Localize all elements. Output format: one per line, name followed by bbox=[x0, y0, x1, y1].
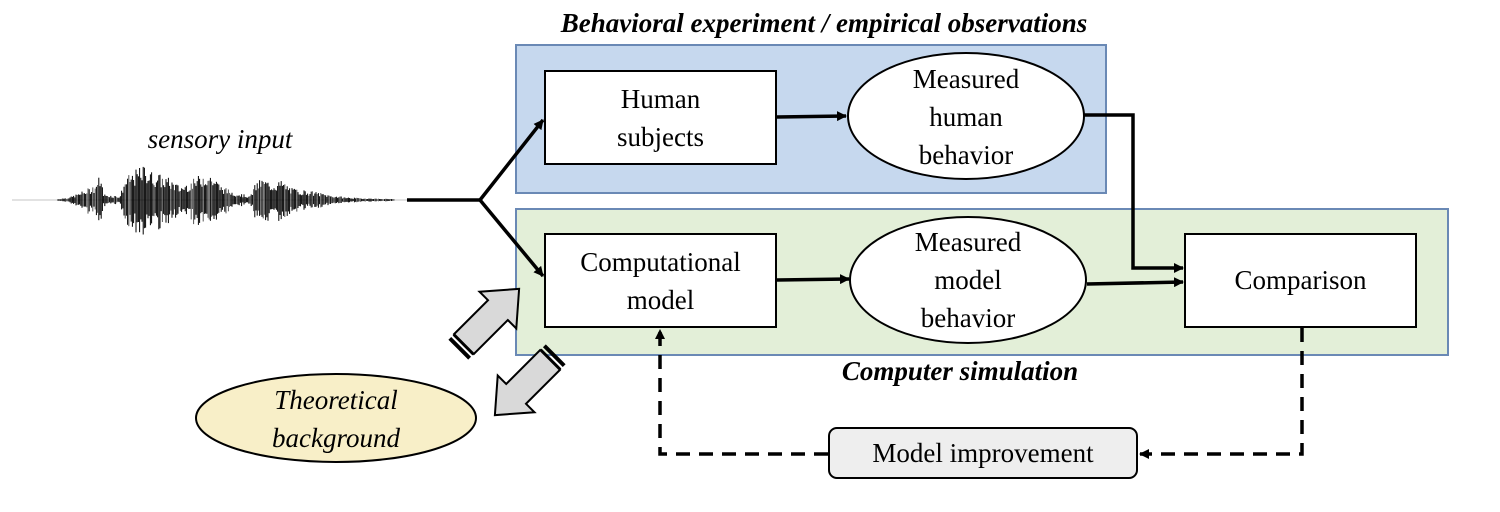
block-arrow-model-to-theory bbox=[493, 344, 566, 417]
measured-model-ellipse bbox=[849, 216, 1087, 344]
simulation-group-title: Computer simulation bbox=[841, 356, 1079, 386]
computational-model-box bbox=[544, 233, 777, 328]
comparison-box bbox=[1184, 233, 1417, 328]
edge-measured-human-to-comparison bbox=[1084, 113, 1184, 273]
measured-model-line3: behavior bbox=[920, 303, 1016, 333]
human-subjects-line2: subjects bbox=[617, 122, 704, 152]
behavioral-group-title: Behavioral experiment / empirical observ… bbox=[560, 8, 1088, 38]
theoretical-background-node: Theoretical background bbox=[196, 381, 476, 457]
measured-model-line2: model bbox=[934, 265, 1002, 295]
human-subjects-node: Human subjects bbox=[545, 80, 776, 156]
computational-model-node: Computational model bbox=[545, 243, 776, 319]
human-subjects-box bbox=[544, 70, 777, 165]
edge-input-to-human bbox=[478, 118, 545, 202]
computational-model-line1: Computational bbox=[580, 247, 741, 277]
theoretical-background-line2: background bbox=[272, 423, 400, 453]
measured-human-line3: behavior bbox=[918, 140, 1014, 170]
sensory-input-label: sensory input bbox=[147, 124, 293, 154]
sensory-waveform bbox=[12, 166, 410, 235]
measured-model-behavior-node: Measured model behavior bbox=[850, 223, 1086, 337]
measured-model-line1: Measured bbox=[914, 227, 1022, 257]
edge-model-to-measured bbox=[776, 274, 850, 285]
theoretical-background-line1: Theoretical bbox=[274, 385, 398, 415]
computational-model-line2: model bbox=[626, 285, 695, 315]
comparison-node: Comparison bbox=[1234, 265, 1367, 295]
theoretical-background-ellipse bbox=[195, 373, 477, 463]
edge-comparison-to-improvement bbox=[1139, 328, 1304, 459]
edge-measured-model-to-comparison bbox=[1086, 277, 1184, 288]
measured-human-behavior-node: Measured human behavior bbox=[848, 60, 1084, 174]
model-improvement-box bbox=[828, 427, 1138, 479]
edge-human-to-measured bbox=[776, 111, 847, 122]
measured-human-line1: Measured bbox=[912, 64, 1020, 94]
edge-improvement-to-model bbox=[655, 329, 828, 456]
block-arrow-theory-to-model bbox=[448, 287, 521, 360]
measured-human-line2: human bbox=[929, 102, 1003, 132]
edge-input-to-model bbox=[478, 198, 545, 278]
model-improvement-node: Model improvement bbox=[872, 438, 1094, 468]
human-subjects-line1: Human bbox=[620, 84, 701, 114]
